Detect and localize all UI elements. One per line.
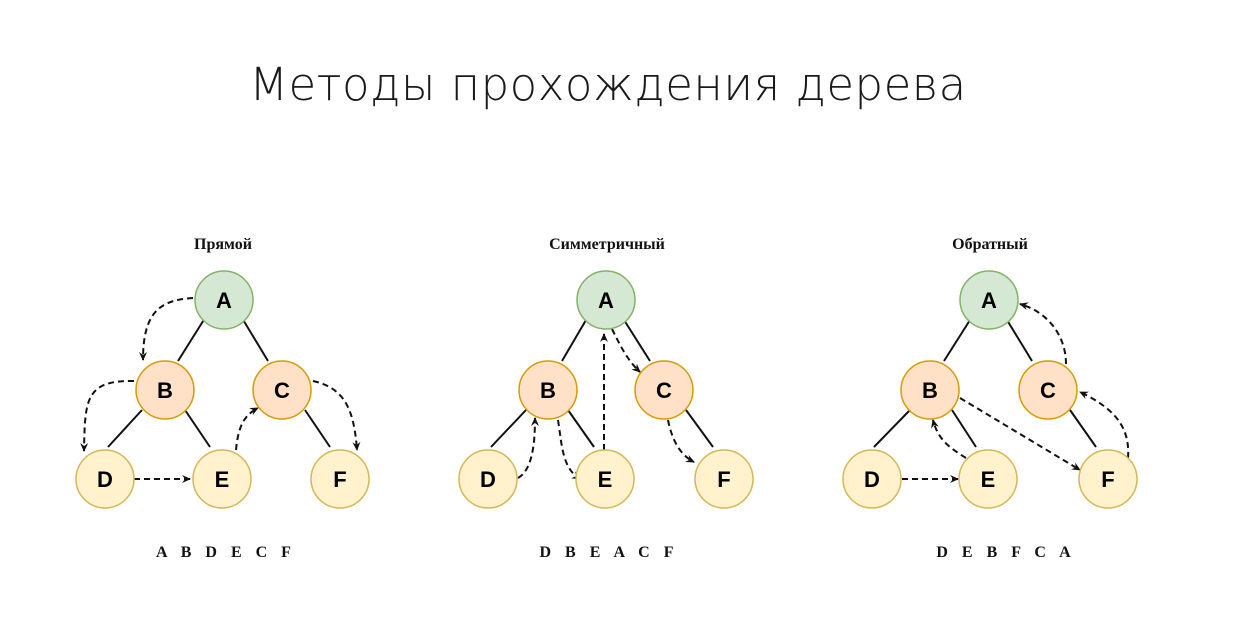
svg-text:C: C — [1040, 378, 1056, 403]
traversal-order: D B E A C F — [539, 544, 678, 561]
arrow-e-c — [235, 407, 259, 451]
panel-preorder: Прямой A B C D — [75, 236, 370, 561]
svg-text:D: D — [864, 467, 880, 492]
svg-text:C: C — [656, 378, 672, 403]
svg-text:F: F — [717, 467, 730, 492]
arrow-c-f — [667, 419, 695, 463]
tree-edges — [107, 317, 331, 448]
node-d: D — [75, 449, 135, 509]
node-d: D — [458, 449, 518, 509]
svg-text:E: E — [215, 467, 230, 492]
node-e: E — [192, 449, 252, 509]
arrow-b-d — [80, 379, 135, 452]
edge-b-d — [107, 409, 143, 448]
node-c: C — [252, 360, 312, 420]
slide-title: Методы прохождения дерева — [249, 58, 967, 111]
edge-c-f — [685, 409, 714, 448]
edge-b-d — [873, 409, 911, 448]
node-d: D — [842, 449, 902, 509]
edge-b-e — [951, 409, 977, 448]
arrow-e-b — [931, 419, 967, 459]
node-f: F — [1078, 449, 1138, 509]
node-a: A — [959, 270, 1019, 330]
node-c: C — [1018, 360, 1078, 420]
node-f: F — [694, 449, 754, 509]
svg-text:F: F — [333, 467, 346, 492]
svg-text:F: F — [1101, 467, 1114, 492]
edge-b-e — [567, 409, 595, 448]
arrow-b-e — [557, 419, 581, 480]
panel-title: Обратный — [952, 236, 1028, 253]
svg-text:C: C — [274, 378, 290, 403]
edge-a-b — [561, 319, 587, 362]
node-b: B — [518, 360, 578, 420]
arrow-c-a — [1019, 302, 1067, 365]
panel-postorder: Обратный A B C D — [842, 236, 1138, 561]
edge-a-c — [1006, 319, 1033, 362]
arrow-d-b — [517, 417, 539, 479]
arrow-b-f — [959, 397, 1081, 471]
panel-title: Симметричный — [549, 236, 665, 253]
arrow-f-c — [1079, 391, 1130, 459]
traversal-arrows — [902, 302, 1130, 483]
node-b: B — [135, 360, 195, 420]
arrow-c-f — [312, 380, 361, 451]
node-e: E — [958, 449, 1018, 509]
traversal-order: D E B F C A — [936, 544, 1075, 561]
panel-inorder: Симметричный A B C D — [458, 236, 754, 561]
svg-text:B: B — [157, 378, 173, 403]
panel-title: Прямой — [194, 236, 252, 253]
tree-edges — [490, 319, 714, 448]
edge-c-f — [304, 409, 331, 448]
node-b: B — [900, 360, 960, 420]
edge-a-c — [623, 319, 651, 362]
node-e: E — [575, 449, 635, 509]
traversal-arrows — [80, 297, 361, 483]
node-a: A — [194, 270, 254, 330]
node-a: A — [576, 270, 636, 330]
traversal-order: A B D E C F — [156, 544, 296, 561]
svg-text:E: E — [598, 467, 613, 492]
svg-text:A: A — [598, 288, 614, 313]
edge-a-c — [241, 317, 269, 362]
edge-c-f — [1069, 409, 1097, 448]
tree-edges — [873, 319, 1097, 448]
arrow-a-c — [611, 328, 641, 373]
edge-a-b — [943, 319, 971, 362]
svg-text:A: A — [981, 288, 997, 313]
svg-text:A: A — [216, 288, 232, 313]
edge-a-b — [177, 317, 206, 362]
arrow-a-b — [139, 297, 194, 361]
edge-b-e — [184, 409, 211, 448]
svg-text:B: B — [540, 378, 556, 403]
node-c: C — [634, 360, 694, 420]
svg-text:D: D — [480, 467, 496, 492]
svg-text:D: D — [97, 467, 113, 492]
edge-b-d — [490, 409, 527, 448]
node-f: F — [310, 449, 370, 509]
traversal-arrows — [517, 328, 695, 480]
svg-text:E: E — [981, 467, 996, 492]
svg-text:B: B — [922, 378, 938, 403]
